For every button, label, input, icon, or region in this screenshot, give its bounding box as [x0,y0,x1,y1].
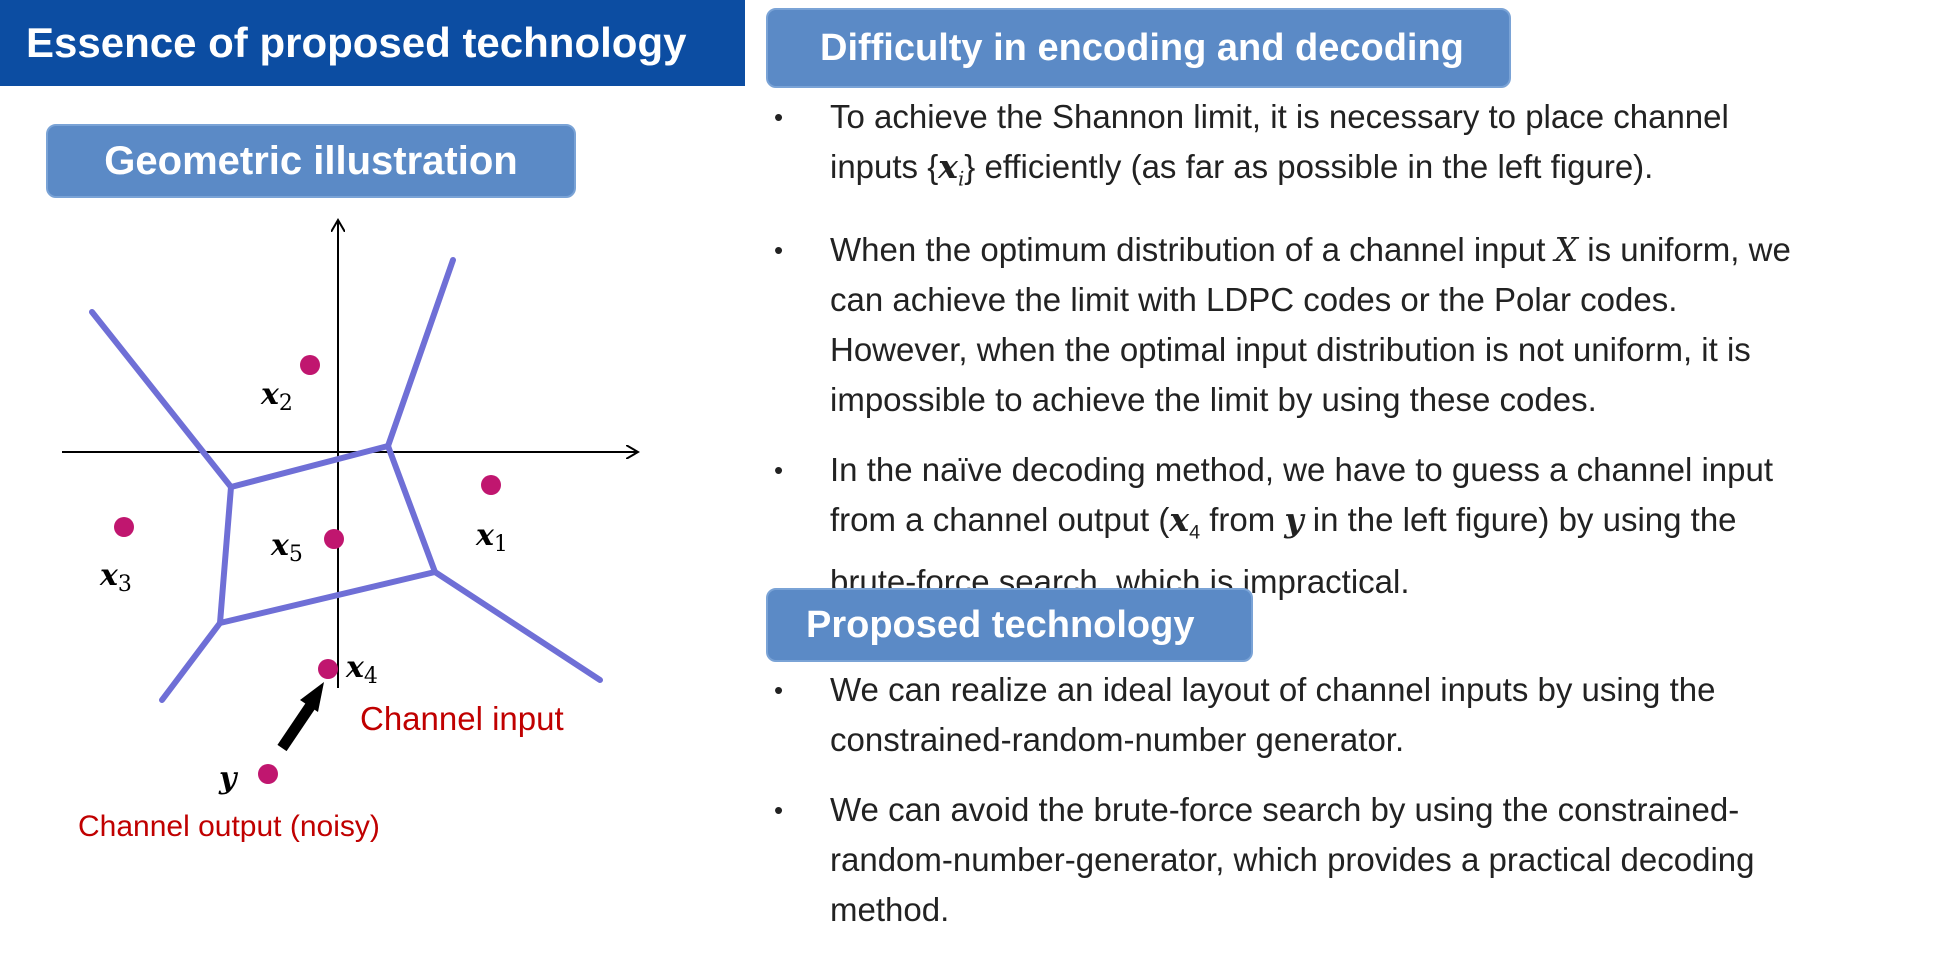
proposed-bullet-list: • We can realize an ideal layout of chan… [766,665,1936,955]
boundary-lower-right [432,569,603,683]
list-item: • We can realize an ideal layout of chan… [766,665,1936,765]
list-item: • We can avoid the brute-force search by… [766,785,1936,935]
label-x1: x1 [475,518,508,557]
label-x4: x4 [345,650,378,689]
channel-points [114,355,501,784]
decision-boundaries [89,257,603,703]
geometric-diagram: x1 x2 x3 x4 x5 y Channel input Channel o… [62,200,745,843]
label-x3: x3 [99,558,132,597]
point-x1 [481,475,501,495]
list-item: • In the naïve decoding method, we have … [766,445,1936,608]
bullet-dot: • [774,675,784,705]
proposed-technology-heading: Proposed technology [766,588,1253,662]
bullet-dot: • [774,795,784,825]
bullet-dot: • [774,102,784,132]
noise-arrow-head [300,682,324,712]
difficulty-bullet-list: • To achieve the Shannon limit, it is ne… [766,92,1936,627]
point-x5 [324,529,344,549]
label-x2: x2 [260,377,293,416]
boundary-lower-left [159,620,223,703]
boundary-upper-left [89,309,234,490]
difficulty-heading: Difficulty in encoding and decoding [766,8,1511,88]
point-x3 [114,517,134,537]
page-title: Essence of proposed technology [0,0,745,86]
point-x4 [318,659,338,679]
point-x2 [300,355,320,375]
channel-output-label: Channel output (noisy) [78,810,380,843]
geometric-illustration-heading: Geometric illustration [46,124,576,198]
bullet-dot: • [774,234,784,265]
noise-arrow [277,701,316,752]
channel-input-label: Channel input [360,700,564,737]
label-y: y [218,761,239,796]
list-item: • To achieve the Shannon limit, it is ne… [766,92,1936,205]
list-item: • When the optimum distribution of a cha… [766,225,1936,425]
bullet-dot: • [774,454,784,485]
boundary-upper-right [385,257,456,449]
point-y [258,764,278,784]
label-x5: x5 [270,528,303,567]
